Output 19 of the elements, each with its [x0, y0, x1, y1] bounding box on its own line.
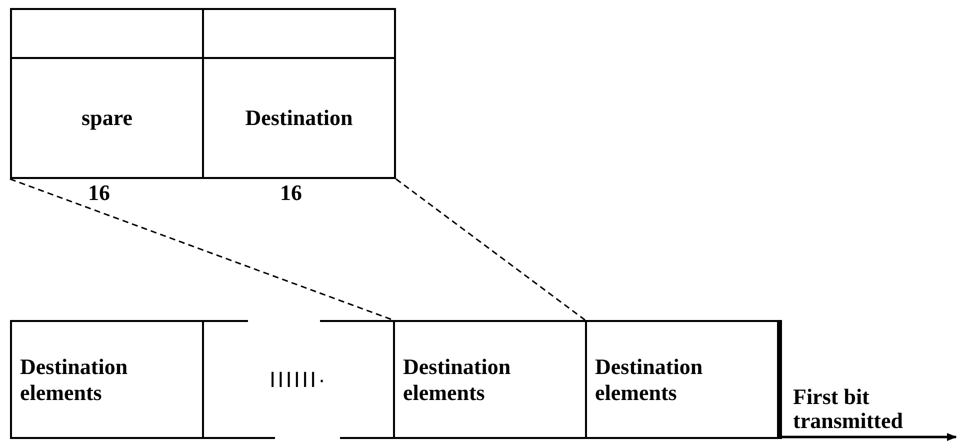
- bit-count: 16: [88, 181, 111, 205]
- field-label: spare: [80, 105, 134, 131]
- field-label: Destination: [244, 105, 354, 131]
- field-cell: [585, 320, 782, 439]
- gap-field: [202, 320, 395, 439]
- field-cell: [10, 8, 204, 59]
- field-label: Destination elements: [594, 354, 704, 406]
- field-cell: [10, 320, 204, 439]
- field-cell: [393, 320, 587, 439]
- bit-count: 16: [280, 181, 303, 205]
- field-label: Destination elements: [402, 354, 512, 406]
- field-label: Destination elements: [19, 354, 129, 406]
- note-label: First bit transmitted: [793, 385, 904, 433]
- dashed-connector: [10, 178, 394, 321]
- field-cell: [10, 57, 204, 179]
- field-cell: [202, 8, 396, 59]
- field-cell: [202, 57, 396, 179]
- dashed-connector: [396, 178, 586, 321]
- ellipsis-marks: IIIIII·: [270, 366, 328, 392]
